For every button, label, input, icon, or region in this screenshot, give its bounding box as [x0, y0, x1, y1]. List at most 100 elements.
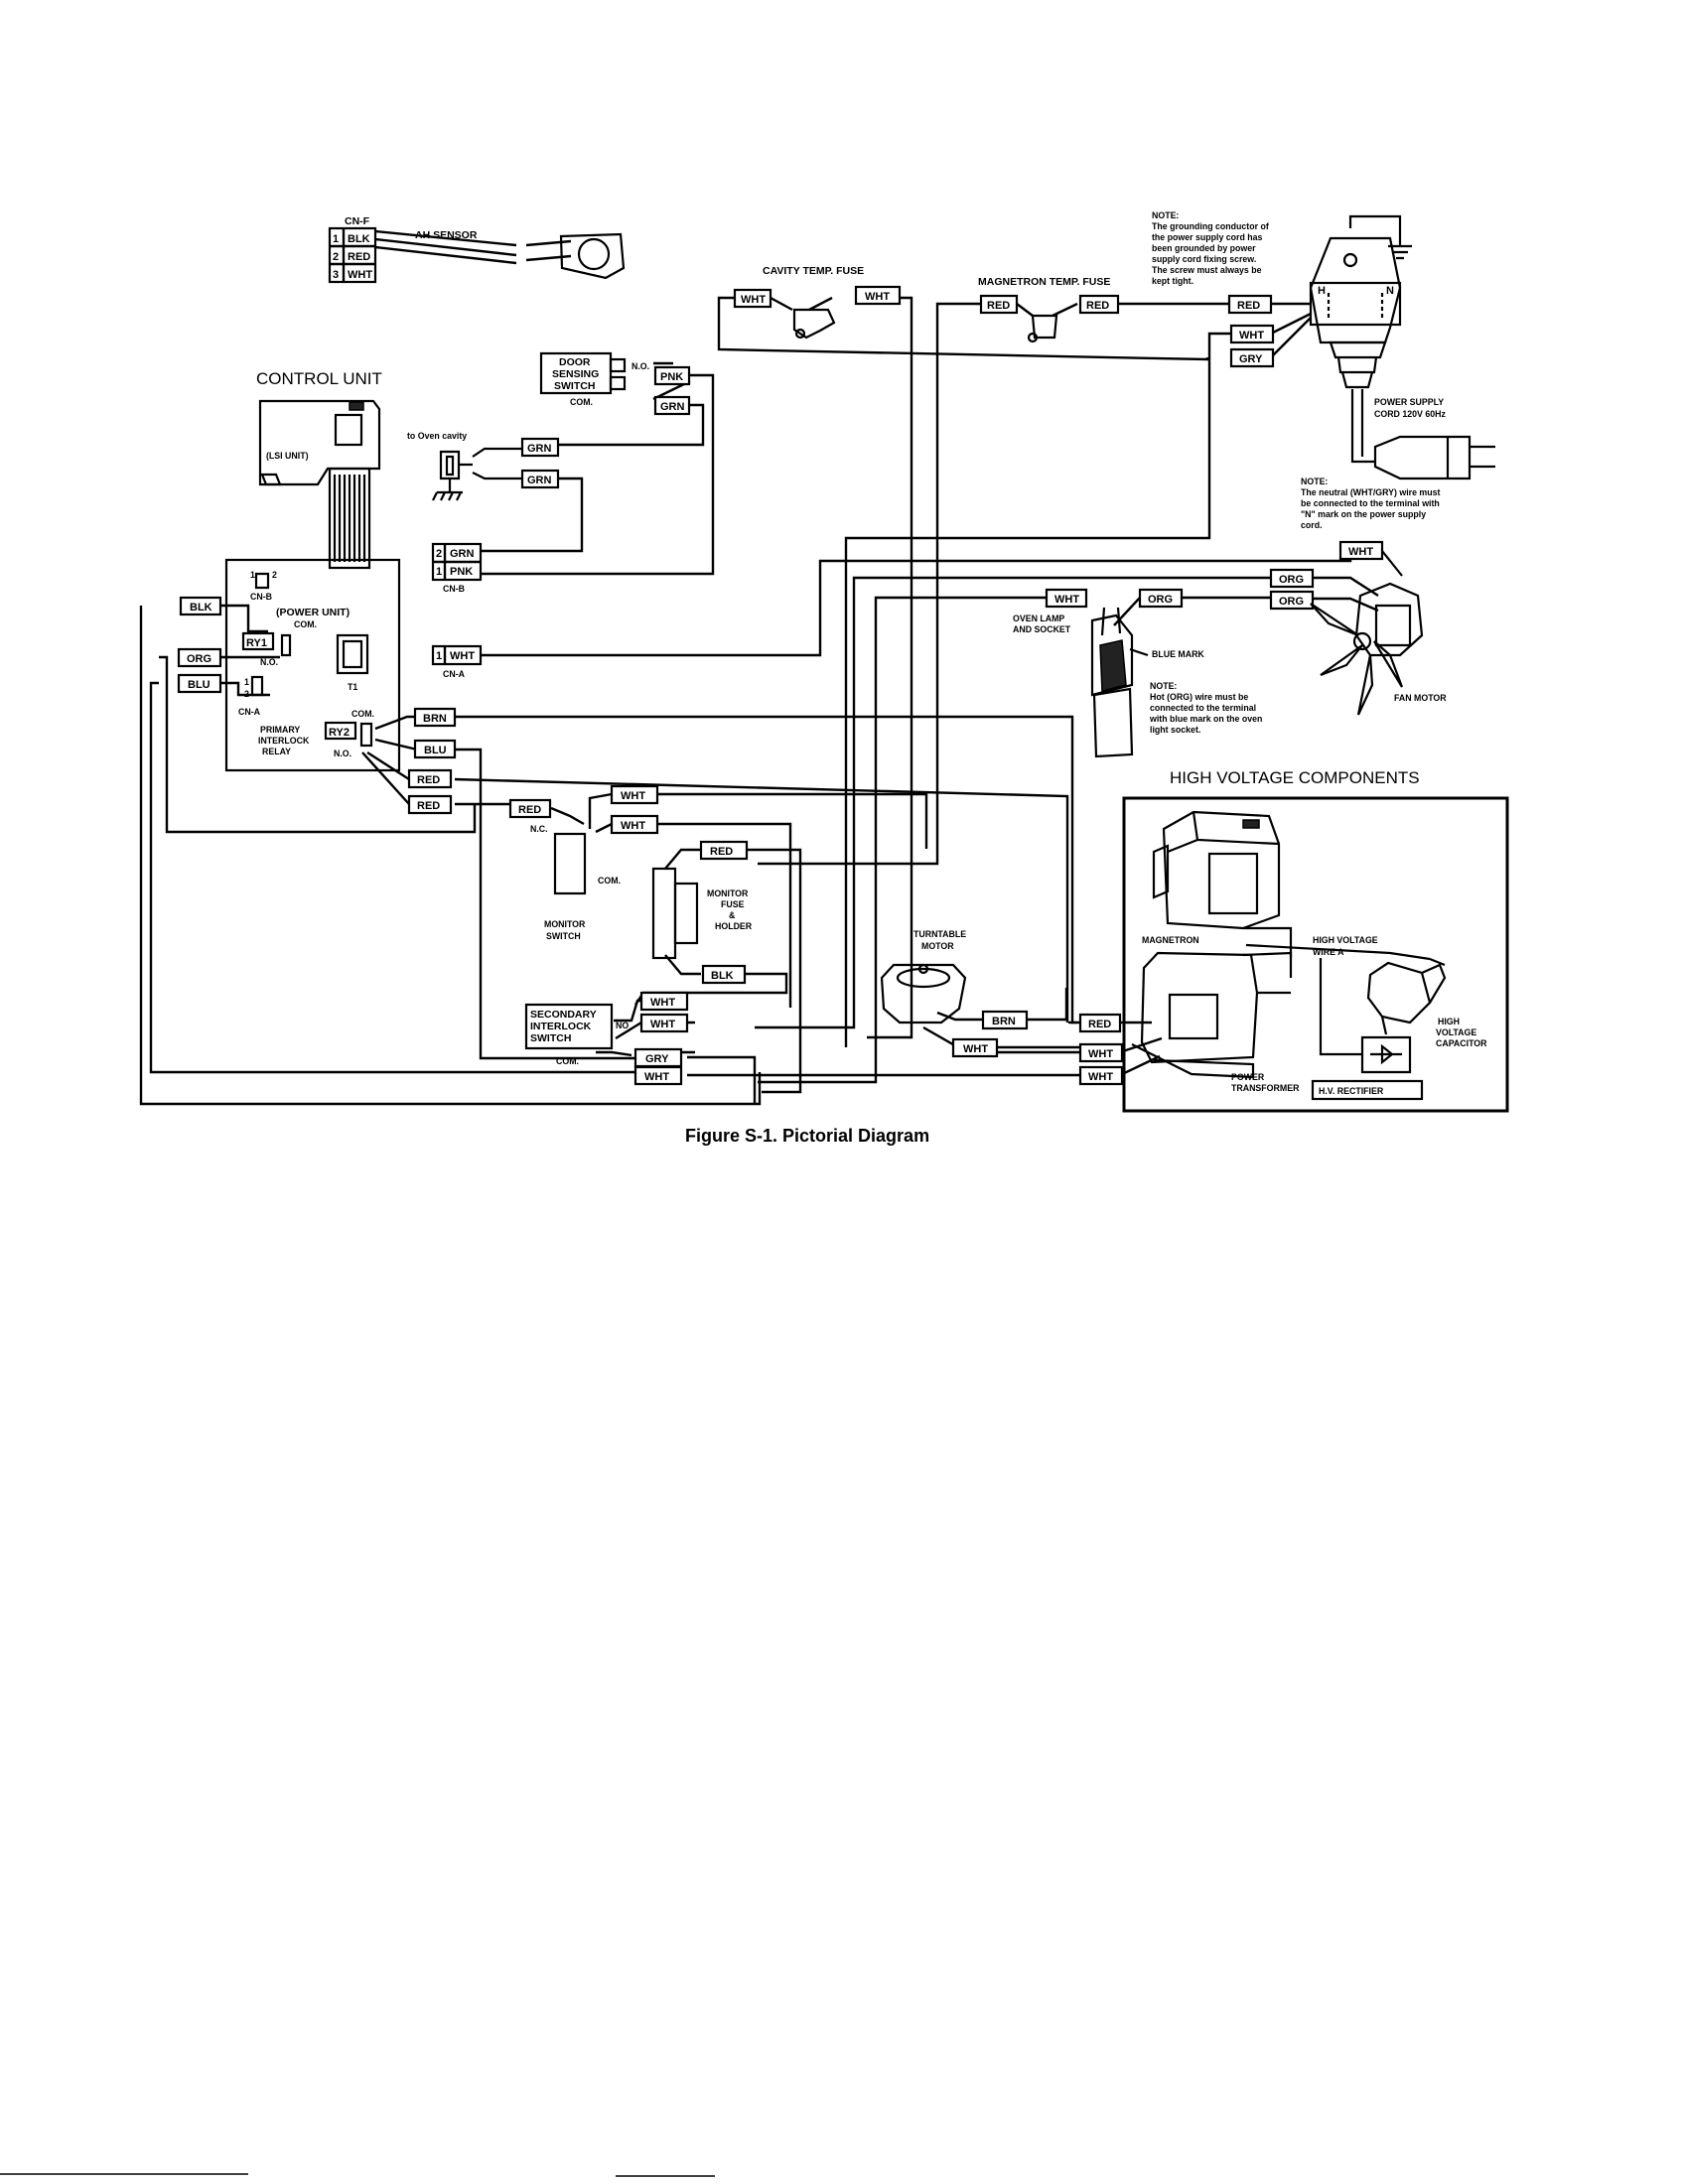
cn-b-pin-2: 2 [272, 570, 277, 580]
door-switch-terminal-com [609, 375, 627, 391]
cn-f-connector: CN-F 1 BLK 2 RED 3 WHT [328, 215, 377, 284]
transformer-body [1140, 951, 1259, 1064]
tag-ry2-red2 [407, 794, 453, 815]
ry1-label: RY1 [246, 637, 267, 649]
terminal-block-frame [1309, 281, 1402, 327]
turntable-motor: TURNTABLE MOTOR BRN WHT RED WHT WHT [880, 929, 1124, 1086]
tag-mon-wht1-text: WHT [621, 790, 645, 802]
hv-wire-a-path [1243, 926, 1431, 961]
note-grounding-line-4: been grounded by power [1152, 243, 1256, 253]
turntable-motor-top [896, 967, 951, 989]
wire-brn-long [455, 715, 1080, 1024]
wire-pnk [482, 373, 715, 576]
high-voltage-heading: HIGH VOLTAGE COMPONENTS [1170, 768, 1420, 787]
tag-mag-fuse-left [979, 294, 1019, 315]
door-sensing-switch: DOOR SENSING SWITCH N.O. COM. PNK GRN [539, 351, 691, 416]
power-cord-tags: RED WHT GRY [1227, 294, 1275, 368]
cn-f-pin3-wire: WHT [348, 269, 372, 281]
plug-body [1373, 435, 1472, 480]
tag-door-grn-text: GRN [660, 401, 685, 413]
fan-wht-lead [1381, 550, 1403, 577]
turntable-label-1: TURNTABLE [913, 929, 966, 939]
power-cord-label-1: POWER SUPPLY [1374, 397, 1444, 407]
to-oven-cavity-label: to Oven cavity [407, 431, 467, 441]
wire-cord-wht [844, 332, 1231, 1047]
wire-mon-wht1 [657, 792, 928, 849]
door-switch-terminal-no [609, 357, 627, 373]
cn-b-pin1-wire: PNK [450, 566, 473, 578]
wire-fan-org [1311, 576, 1379, 613]
cn-f-pin1: 1 [333, 233, 339, 245]
cn-f-pin2: 2 [333, 251, 339, 263]
magnetron-temp-fuse: RED RED [979, 294, 1120, 343]
hot-wire-note: NOTE: Hot (ORG) wire must be connected t… [1149, 681, 1262, 735]
monitor-switch-label-1: MONITOR [544, 919, 586, 929]
cn-a-pin-2: 2 [244, 689, 249, 699]
tag-lamp-wht-text: WHT [1054, 594, 1079, 606]
t1-transformer [336, 633, 369, 675]
tag-cavity-grn2-text: GRN [527, 475, 552, 486]
tag-cavity-grn1 [520, 437, 560, 458]
t1-core [342, 639, 363, 669]
tag-cavity-fuse-right-text: WHT [865, 291, 890, 303]
fuse-holder-label-2: FUSE [721, 899, 745, 909]
monitor-nc-label: N.C. [530, 824, 548, 834]
oven-lamp-and-socket: WHT ORG OVEN LAMP AND SOCKET BLUE MARK [1013, 588, 1204, 758]
tag-tt-brn-text: BRN [992, 1016, 1016, 1027]
wire-grn-cnb [482, 477, 584, 553]
note-neutral-line-3: be connected to the terminal with [1301, 498, 1440, 508]
tag-door-grn [653, 395, 691, 416]
wire-blu-loop [149, 681, 635, 1074]
capacitor-leads [1380, 957, 1446, 1035]
wire-mag-fuse-leads [1016, 302, 1078, 318]
ry2-label: RY2 [329, 727, 350, 739]
ry2-relay [324, 721, 357, 741]
tag-org-left-text: ORG [187, 653, 211, 665]
magnetron-core [1207, 852, 1259, 915]
primary-relay-label-3: RELAY [262, 747, 291, 756]
tag-ry2-red2-text: RED [417, 800, 440, 812]
ry1-relay [241, 631, 275, 651]
monitor-fuse-holder: RED BLK MONITOR FUSE & HOLDER [651, 840, 753, 985]
magnetron-antenna [1242, 819, 1260, 829]
transformer-core [1168, 993, 1219, 1040]
sec-switch-label-3: SWITCH [530, 1032, 571, 1044]
ry2-com-label: COM. [351, 709, 374, 719]
cn-a-label: CN-A [443, 669, 466, 679]
magnetron-label: MAGNETRON [1142, 935, 1199, 945]
door-switch-label-1: DOOR [559, 356, 591, 368]
cn-a-board-label: CN-A [238, 707, 261, 717]
fan-motor-label: FAN MOTOR [1394, 693, 1447, 703]
high-voltage-panel [1122, 796, 1509, 1113]
ry2-contact [359, 722, 373, 748]
note-neutral-line-5: cord. [1301, 520, 1323, 530]
tag-mon-red [508, 798, 552, 819]
turntable-label-2: MOTOR [921, 941, 954, 951]
power-cord-wire [1350, 389, 1375, 464]
tag-hv-wht1-text: WHT [1088, 1048, 1113, 1060]
grounding-note: NOTE: The grounding conductor of the pow… [1152, 210, 1269, 286]
cn-b-connector: 2 GRN 1 PNK CN-B [431, 542, 483, 594]
power-plug [1373, 435, 1495, 480]
fuse-holder-label-3: & [729, 910, 736, 920]
lamp-socket-housing [1090, 614, 1134, 697]
sec-switch-label-2: INTERLOCK [530, 1021, 592, 1032]
tag-mag-fuse-left-text: RED [987, 300, 1010, 312]
tag-fan-org1 [1269, 568, 1315, 589]
tag-mon-red-text: RED [518, 804, 541, 816]
door-switch-label-2: SENSING [552, 368, 599, 380]
wire-hv-feed [900, 1021, 1163, 1077]
tag-cord-wht-text: WHT [1239, 330, 1264, 341]
sec-switch-label-1: SECONDARY [530, 1009, 597, 1021]
wire-grn [558, 403, 705, 447]
wire-red-long [454, 777, 1069, 1023]
left-wire-tags: BLK ORG BLU [177, 596, 222, 694]
sec-switch-body [524, 1003, 614, 1050]
transformer-label-1: POWER [1231, 1072, 1265, 1082]
capacitor-label-1: HIGH [1438, 1017, 1460, 1026]
ribbon-cable [328, 467, 371, 570]
monitor-switch: RED N.C. WHT WHT COM. MONITOR SWITCH [508, 784, 659, 941]
capacitor-terminal [1421, 963, 1447, 1004]
power-unit-board: 1 2 CN-B (POWER UNIT) COM. RY1 N.O. T1 1… [224, 558, 401, 772]
hv-wire-a-label-1: HIGH VOLTAGE [1313, 935, 1378, 945]
